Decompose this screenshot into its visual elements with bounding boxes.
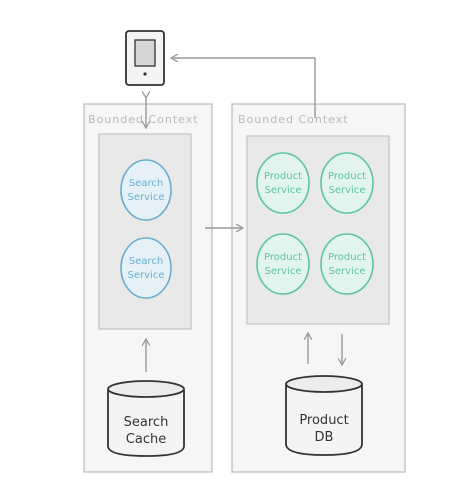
svg-text:Search: Search xyxy=(129,256,163,267)
product-db-database: Product DB xyxy=(285,375,363,456)
svg-text:Service: Service xyxy=(128,192,165,203)
svg-text:Service: Service xyxy=(265,266,302,277)
svg-text:Service: Service xyxy=(329,266,366,277)
svg-text:Service: Service xyxy=(128,270,165,281)
arrow-product-to-device xyxy=(172,58,316,118)
svg-text:Product: Product xyxy=(264,171,302,182)
svg-text:Search: Search xyxy=(124,415,169,430)
product-service-node: Product Service xyxy=(320,152,374,214)
search-service-node: Search Service xyxy=(120,237,172,299)
svg-text:Cache: Cache xyxy=(126,432,166,447)
svg-text:Product: Product xyxy=(264,252,302,263)
svg-text:Product: Product xyxy=(299,413,348,428)
context-label: Bounded Context xyxy=(88,113,199,126)
search-service-node: Search Service xyxy=(120,159,172,221)
bounded-context-product: Bounded Context Product Service Product … xyxy=(231,103,406,473)
svg-text:Product: Product xyxy=(328,171,366,182)
search-cache-database: Search Cache xyxy=(107,380,185,457)
product-service-node: Product Service xyxy=(320,233,374,295)
svg-text:Product: Product xyxy=(328,252,366,263)
mobile-device-icon xyxy=(125,30,165,86)
connectors xyxy=(146,58,342,372)
svg-text:DB: DB xyxy=(315,430,334,445)
context-label: Bounded Context xyxy=(238,113,349,126)
svg-text:Search: Search xyxy=(129,178,163,189)
svg-text:Service: Service xyxy=(329,185,366,196)
product-service-node: Product Service xyxy=(256,152,310,214)
product-service-node: Product Service xyxy=(256,233,310,295)
svg-text:Service: Service xyxy=(265,185,302,196)
bounded-context-search: Bounded Context Search Service Search Se… xyxy=(83,103,213,473)
